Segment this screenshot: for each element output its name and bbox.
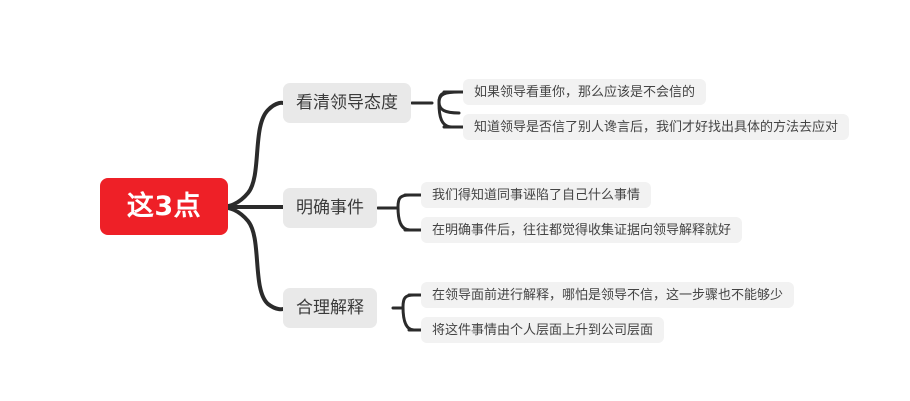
connector-branch-1-bracket — [437, 90, 454, 129]
connector-branch-3-bracket — [401, 293, 416, 332]
branch-node-1-label: 看清领导态度 — [296, 92, 398, 113]
connector-branch-1-brace — [437, 90, 461, 115]
root-node-label: 这3点 — [126, 191, 202, 222]
branch-node-3-label: 合理解释 — [296, 297, 364, 318]
leaf-node-3-2-label: 将这件事情由个人层面上升到公司层面 — [432, 322, 654, 338]
branch-node-3[interactable]: 合理解释 — [283, 288, 377, 328]
branch-node-1[interactable]: 看清领导态度 — [283, 83, 411, 123]
connector-root-to-branch-3 — [226, 206, 285, 312]
leaf-node-2-1-label: 我们得知道同事诬陷了自己什么事情 — [432, 187, 641, 203]
leaf-node-1-1-label: 如果领导看重你，那么应该是不会信的 — [474, 84, 696, 100]
leaf-node-1-1[interactable]: 如果领导看重你，那么应该是不会信的 — [463, 79, 707, 105]
leaf-node-1-2-label: 知道领导是否信了别人谗言后，我们才好找出具体的方法去应对 — [474, 119, 839, 135]
branch-node-2[interactable]: 明确事件 — [283, 188, 377, 228]
leaf-node-3-2[interactable]: 将这件事情由个人层面上升到公司层面 — [421, 317, 665, 343]
root-node[interactable]: 这3点 — [100, 178, 228, 235]
leaf-node-3-1-label: 在领导面前进行解释，哪怕是领导不信，这一步骤也不能够少 — [432, 287, 784, 303]
leaf-node-3-1[interactable]: 在领导面前进行解释，哪怕是领导不信，这一步骤也不能够少 — [421, 282, 795, 308]
branch-node-2-label: 明确事件 — [296, 197, 364, 218]
leaf-node-1-2[interactable]: 知道领导是否信了别人谗言后，我们才好找出具体的方法去应对 — [463, 114, 850, 140]
leaf-node-2-1[interactable]: 我们得知道同事诬陷了自己什么事情 — [421, 182, 652, 208]
leaf-node-2-2-label: 在明确事件后，往往都觉得收集证据向领导解释就好 — [432, 222, 732, 238]
connector-root-to-branch-1 — [226, 100, 285, 208]
leaf-node-2-2[interactable]: 在明确事件后，往往都觉得收集证据向领导解释就好 — [421, 217, 743, 243]
connector-branch-2-bracket — [396, 193, 412, 232]
